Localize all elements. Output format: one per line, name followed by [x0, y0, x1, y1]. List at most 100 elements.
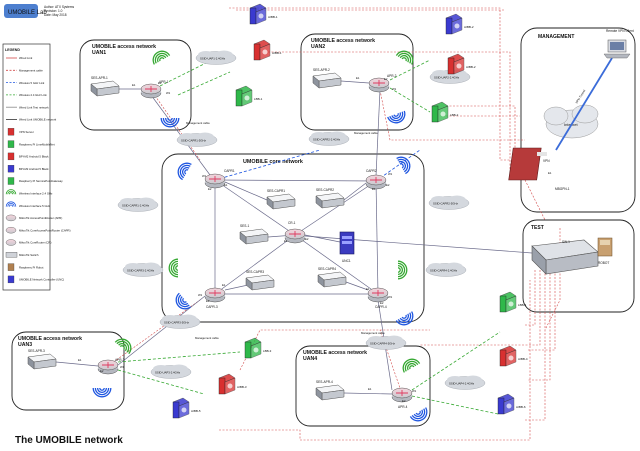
wifi5-icon — [175, 292, 192, 310]
ses-capr3: SES-CAPR3 — [245, 270, 275, 291]
wired-link — [294, 180, 377, 236]
cloud-ssid-capr2-24: SSID-CAPR2-2.4GHz — [308, 131, 350, 146]
interface-label: E1 — [222, 283, 226, 287]
interface-label: E1 — [356, 76, 360, 80]
wired-link — [345, 281, 369, 291]
wifi5-icon — [160, 117, 180, 128]
ses-capr2: SES-CAPR2 — [315, 188, 345, 209]
management-cable-label: Management cable — [361, 331, 385, 335]
legend-wifi-icon — [7, 190, 15, 195]
legend-wifi-icon — [9, 192, 13, 195]
cloud-ssid-uap4-label: SSID-UAP4-2.4GHz — [449, 382, 475, 386]
interface-label: E2 — [206, 299, 210, 303]
legend-router-icon — [5, 214, 17, 222]
ses-1-label: SES-1 — [240, 224, 249, 228]
wifi5-icon — [387, 110, 406, 124]
wireless-link — [117, 351, 241, 363]
router-apr1-label: APR-1 — [159, 80, 169, 84]
management-cable-label: Management cable — [195, 336, 219, 340]
router-capr1: CAPR1 — [204, 169, 235, 189]
wired-link — [375, 180, 379, 295]
management-cable-label: Management cable — [354, 131, 378, 135]
cloud-ssid-capr4-5-label: SSID-CAPR4-5GHz — [370, 342, 395, 346]
legend-item-label: Raspberry Pi ServicePointGateway — [19, 179, 63, 183]
management-cable — [219, 280, 531, 441]
header-logo: UMOBILE Lab Author: ATX Systems Revision… — [4, 4, 74, 18]
cloud-ssid-uap1-label: SSID-UAP1-2.4GHz — [200, 57, 226, 61]
cloud-ssid-uap2-label: SSID-UAP2-2.4GHz — [434, 76, 460, 80]
device-aibb3-label: AIBB-3 — [237, 385, 247, 389]
ses-apr4: SES-APR-4 — [315, 380, 345, 401]
interface-label: W1 — [388, 172, 393, 176]
interface-label: E1 — [224, 183, 228, 187]
legend-item-label: MikroTik AccessPointRouter (APR) — [19, 216, 62, 220]
wired-link — [55, 361, 99, 367]
interface-label: W1 — [388, 295, 393, 299]
router-apr4: APR-4 — [391, 387, 413, 409]
management-cable — [525, 270, 536, 326]
cloud-ssid-uap3-label: SSID-UAP3-2.4GHz — [155, 371, 181, 375]
meta-date: Date: May 2018 — [44, 13, 67, 17]
management-cable-label: Management cable — [186, 121, 210, 125]
interface-label: E2 — [100, 369, 104, 373]
wifi5-icon — [92, 387, 112, 398]
legend-item-label: BPI-M2 Android 5 Black — [19, 167, 49, 171]
mbgpn-label: MBGPN-1 — [555, 187, 570, 191]
wired-link — [117, 295, 206, 366]
legend-device-icon — [7, 275, 15, 284]
management-cable — [524, 179, 546, 221]
wired-link — [340, 80, 370, 84]
management-cable — [528, 270, 551, 381]
wired-link — [294, 234, 379, 295]
cloud-ssid-capr3-5-label: SSID-CAPR3-5GHz — [164, 321, 189, 325]
interface-label: E1 — [132, 83, 136, 87]
management-cable — [268, 51, 511, 170]
region-uan4 — [295, 345, 431, 427]
ses-capr1: SES-CAPR1 — [266, 189, 296, 210]
device-lbb3-label: LBB-3 — [263, 349, 272, 353]
cloud-ssid-capr1-24-label: SSID-CAPR1-2.4GHz — [122, 204, 150, 208]
interface-label: W1 — [120, 365, 125, 369]
router-capr4: CAPR-4 — [367, 287, 389, 309]
region-title-test: TEST — [531, 225, 544, 231]
legend-device-icon — [7, 140, 15, 148]
cloud-ssid-capr2-5: SSID-CAPR2-5GHz — [428, 195, 470, 210]
interface-label: W1 — [166, 91, 171, 95]
management-cable — [379, 89, 525, 141]
wired-link — [224, 181, 268, 201]
router-apr2: APR-2 — [368, 74, 397, 93]
wifi24-icon — [395, 50, 414, 65]
wifi5-icon — [395, 311, 414, 326]
device-lbb1-label: LBB-1 — [254, 97, 263, 101]
router-cr1-label: CR-1 — [288, 221, 296, 225]
wired-link — [214, 179, 377, 182]
legend-item-label: Wireless Interface 5 GHz — [19, 204, 51, 208]
wired-link — [343, 182, 367, 201]
wireless-links — [117, 51, 501, 415]
cloud-ssid-capr3-24-label: SSID-CAPR3-2.4GHz — [127, 269, 155, 273]
cloud-ssid-capr1-24: SSID-CAPR1-2.4GHz — [117, 197, 159, 212]
legend-title: LEGEND — [5, 48, 20, 52]
legend-wifi-icon — [9, 204, 13, 207]
legend-item-label: Wired Link — [19, 56, 33, 60]
legend-device-icon — [7, 165, 15, 173]
device-aibb-r2-label: AIBB-2 — [466, 65, 476, 69]
wireless-link — [214, 149, 321, 181]
legend-item-label: Wired Link Test network — [19, 105, 49, 109]
test-switch: SW-1 — [531, 239, 599, 275]
management-cable — [528, 270, 556, 351]
legend-device-icon — [7, 128, 15, 136]
wifi24-icon — [397, 260, 408, 280]
device-aibb5: AIBB-5 — [172, 397, 201, 419]
management-cable — [420, 270, 541, 346]
robot: ROBOT — [597, 237, 613, 265]
legend-item-label: VPN Server — [19, 130, 34, 134]
legend-device-icon — [7, 263, 15, 271]
legend-wifi-icon — [7, 203, 15, 207]
device-aibb1: AIBB-1 — [249, 3, 278, 25]
ses-capr1-label: SES-CAPR1 — [267, 189, 285, 193]
